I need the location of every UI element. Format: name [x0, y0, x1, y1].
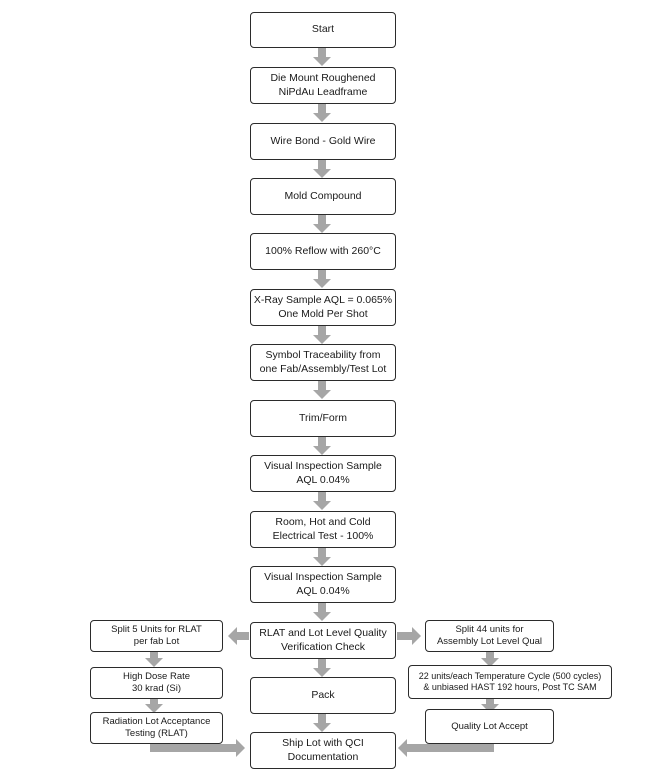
- right-temperature-cycle: 22 units/each Temperature Cycle (500 cyc…: [408, 665, 612, 699]
- arrow-rlat-check-to-right-split: [397, 627, 421, 645]
- right-quality-lot-accept: Quality Lot Accept: [425, 709, 554, 744]
- step-symbol-traceability: Symbol Traceability from one Fab/Assembl…: [250, 344, 396, 381]
- arrow-xray-to-symbol: [313, 326, 331, 344]
- arrow-start-to-die-mount: [313, 48, 331, 66]
- arrow-accept-to-ship: [398, 739, 494, 757]
- step-ship-lot: Ship Lot with QCI Documentation: [250, 732, 396, 769]
- arrow-wire-bond-to-mold: [313, 160, 331, 178]
- arrow-electrical-to-visual2: [313, 548, 331, 566]
- step-pack: Pack: [250, 677, 396, 714]
- left-high-dose-rate: High Dose Rate 30 krad (Si): [90, 667, 223, 699]
- step-die-mount: Die Mount Roughened NiPdAu Leadframe: [250, 67, 396, 104]
- step-start: Start: [250, 12, 396, 48]
- arrow-dose-to-rlat: [145, 699, 163, 713]
- arrow-trim-to-visual1: [313, 437, 331, 455]
- step-visual-inspection-2: Visual Inspection Sample AQL 0.04%: [250, 566, 396, 603]
- arrow-cycle-to-accept: [481, 699, 499, 713]
- step-trim-form: Trim/Form: [250, 400, 396, 437]
- arrow-rlat-check-to-pack: [313, 659, 331, 677]
- left-split-rlat: Split 5 Units for RLAT per fab Lot: [90, 620, 223, 652]
- arrow-visual1-to-electrical: [313, 492, 331, 510]
- arrow-pack-to-ship: [313, 714, 331, 732]
- arrow-left-split-to-dose: [145, 652, 163, 667]
- right-split-qual: Split 44 units for Assembly Lot Level Qu…: [425, 620, 554, 652]
- step-mold-compound: Mold Compound: [250, 178, 396, 215]
- arrow-group: [145, 48, 499, 757]
- arrow-visual2-to-rlat-check: [313, 603, 331, 621]
- step-rlat-quality-check: RLAT and Lot Level Quality Verification …: [250, 622, 396, 659]
- step-reflow: 100% Reflow with 260°C: [250, 233, 396, 270]
- arrow-rlat-to-ship: [150, 739, 245, 757]
- arrow-rlat-check-to-left-split: [228, 627, 249, 645]
- left-radiation-lot-acceptance: Radiation Lot Acceptance Testing (RLAT): [90, 712, 223, 744]
- step-visual-inspection-1: Visual Inspection Sample AQL 0.04%: [250, 455, 396, 492]
- arrow-die-mount-to-wire-bond: [313, 104, 331, 122]
- arrow-mold-to-reflow: [313, 215, 331, 233]
- arrow-right-split-to-cycle: [481, 652, 499, 667]
- arrow-reflow-to-xray: [313, 270, 331, 288]
- arrow-symbol-to-trim: [313, 381, 331, 399]
- step-xray-sample: X-Ray Sample AQL = 0.065% One Mold Per S…: [250, 289, 396, 326]
- step-wire-bond: Wire Bond - Gold Wire: [250, 123, 396, 160]
- step-electrical-test: Room, Hot and Cold Electrical Test - 100…: [250, 511, 396, 548]
